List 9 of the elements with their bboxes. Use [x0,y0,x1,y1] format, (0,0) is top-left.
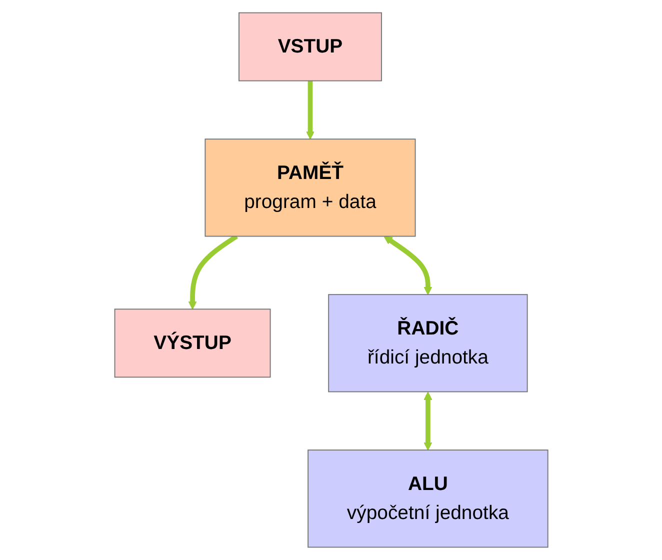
node-box: VSTUP [238,12,382,82]
arrow [383,236,432,295]
arrow [306,80,314,140]
node-box: ALU výpočetní jednotka [307,450,548,548]
node-box: VÝSTUP [114,308,270,378]
arrow [423,392,432,450]
node-box: ŘADIČ řídicí jednotka [328,294,528,392]
node-box: PAMĚŤ program + data [204,138,416,237]
arrow [188,234,238,310]
